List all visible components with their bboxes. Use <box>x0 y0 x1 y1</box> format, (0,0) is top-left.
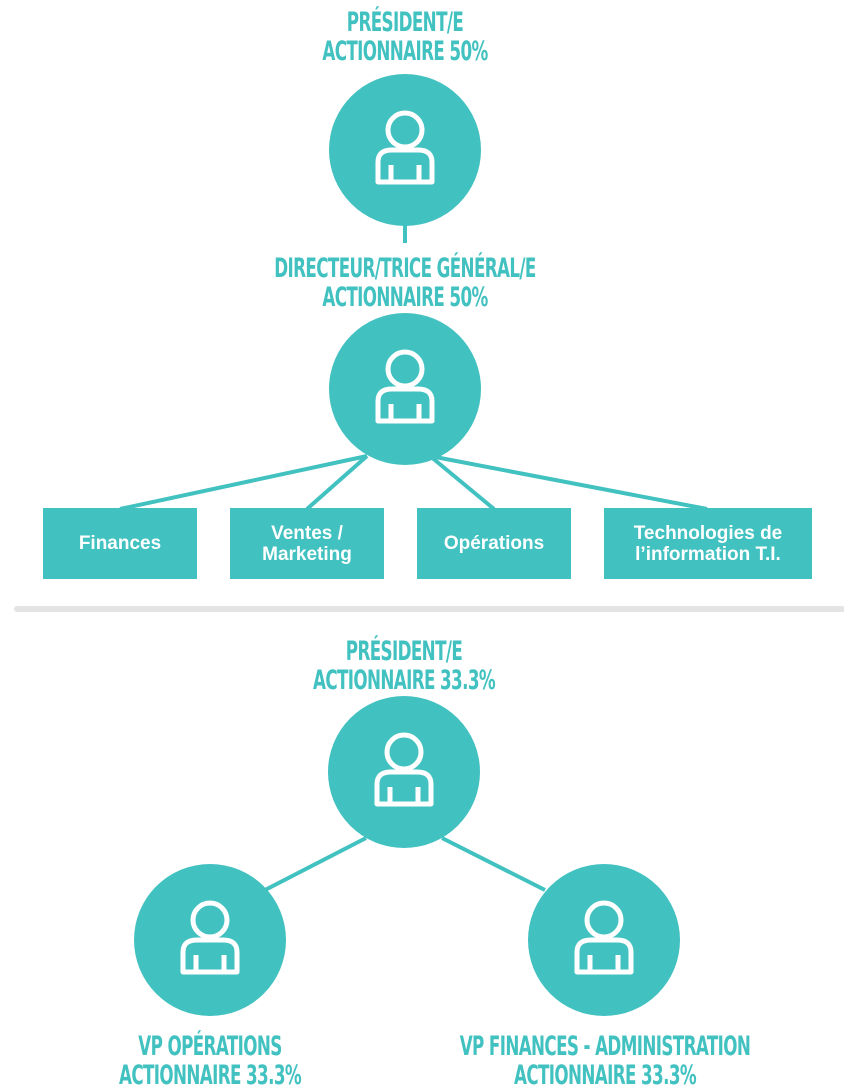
person-icon <box>375 349 435 424</box>
department-label: Ventes / Marketing <box>262 522 352 565</box>
connector-director-finances <box>119 454 368 511</box>
vp-operations-title: VP OPÉRATIONS ACTIONNAIRE 33.3% <box>117 1032 303 1090</box>
department-label: Opérations <box>443 533 545 554</box>
president-title-bottom: PRÉSIDENT/E ACTIONNAIRE 33.3% <box>280 637 528 695</box>
share-label: ACTIONNAIRE 33.3% <box>118 1060 302 1091</box>
role-label: DIRECTEUR/TRICE GÉNÉRAL/E <box>274 253 536 284</box>
share-label: ACTIONNAIRE 50% <box>322 36 488 67</box>
connector-president-vp-finances <box>441 836 546 892</box>
role-label: PRÉSIDENT/E <box>346 7 464 38</box>
role-label: VP OPÉRATIONS <box>138 1031 282 1062</box>
share-label: ACTIONNAIRE 50% <box>322 282 488 313</box>
department-label: Technologies de l’information T.I. <box>633 522 783 565</box>
department-label: Finances <box>78 533 162 554</box>
department-box-operations: Opérations <box>417 508 571 579</box>
director-title: DIRECTEUR/TRICE GÉNÉRAL/E ACTIONNAIRE 50… <box>250 254 560 312</box>
share-label: ACTIONNAIRE 33.3% <box>513 1060 697 1091</box>
president-title-top: PRÉSIDENT/E ACTIONNAIRE 50% <box>281 8 529 66</box>
role-label: VP FINANCES - ADMINISTRATION <box>459 1031 751 1062</box>
vp-finances-title: VP FINANCES - ADMINISTRATION ACTIONNAIRE… <box>450 1032 760 1090</box>
connector-director-technologies <box>429 454 708 511</box>
person-icon <box>375 110 435 185</box>
connector-director-ventes <box>305 454 369 511</box>
role-label: PRÉSIDENT/E <box>345 636 463 667</box>
person-icon <box>180 900 240 975</box>
connector-director-operations <box>428 454 496 511</box>
person-icon <box>374 732 434 807</box>
share-label: ACTIONNAIRE 33.3% <box>312 665 496 696</box>
department-box-technologies: Technologies de l’information T.I. <box>604 508 812 579</box>
person-icon <box>574 900 634 975</box>
connector-president-vp-operations <box>264 836 367 892</box>
department-box-finances: Finances <box>43 508 197 579</box>
department-box-ventes-marketing: Ventes / Marketing <box>230 508 384 579</box>
